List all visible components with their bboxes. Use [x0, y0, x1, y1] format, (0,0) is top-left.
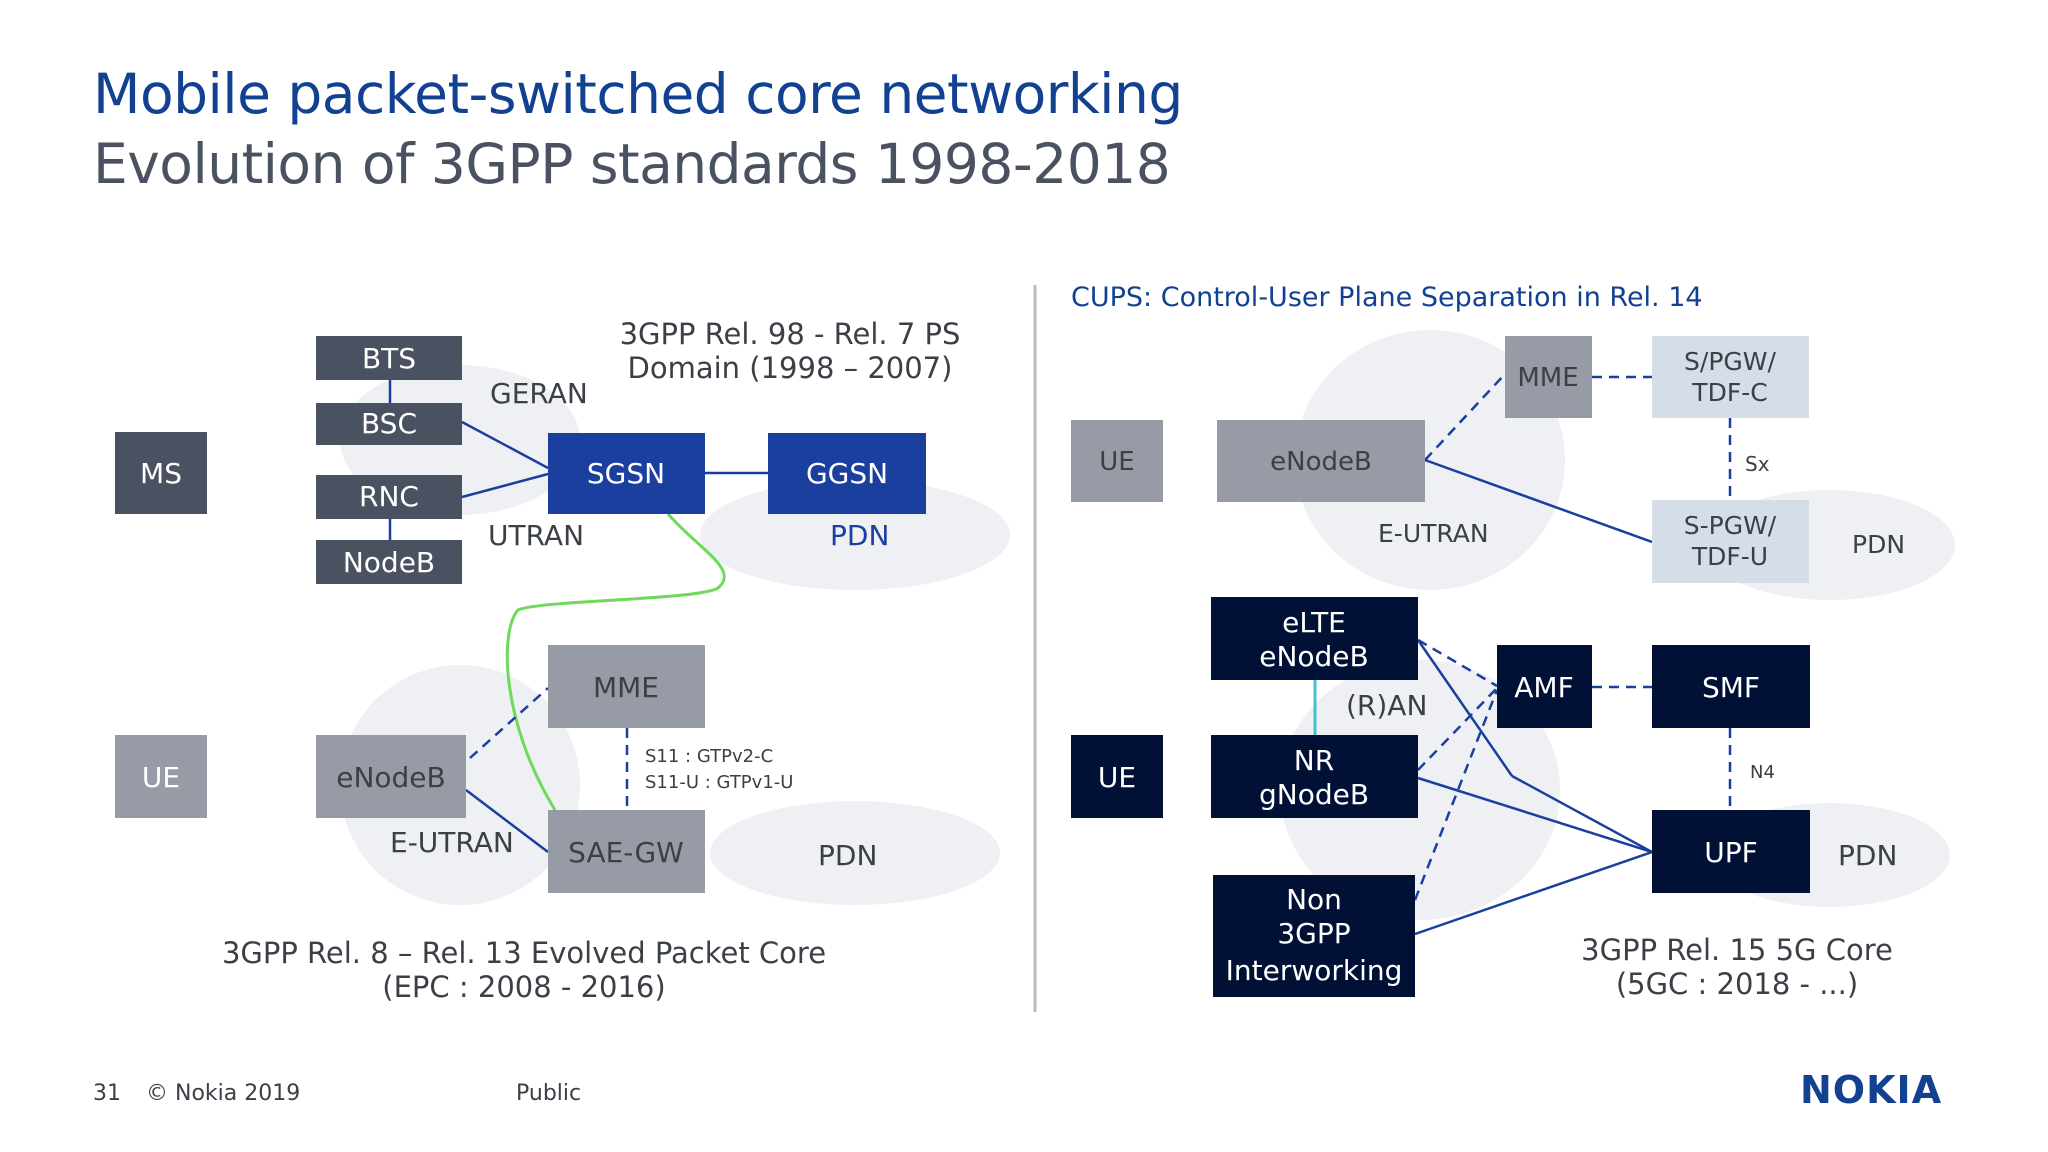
ms-node: MS: [115, 432, 207, 514]
nokia-logo: NOKIA: [1800, 1068, 1943, 1112]
non3gpp-label-line3: Interworking: [1226, 954, 1403, 987]
geran-label: GERAN: [490, 377, 588, 410]
sgsn-label: SGSN: [587, 457, 665, 490]
elte-label-line2: eNodeB: [1259, 640, 1369, 673]
nodeb-node: NodeB: [316, 540, 462, 584]
elte-enodeb-node: eLTE eNodeB: [1211, 597, 1418, 680]
spgw-c-label-line2: TDF-C: [1691, 378, 1767, 407]
pdn-bottom-left-label: PDN: [818, 839, 877, 872]
elte-amf-link: [1417, 638, 1498, 688]
utran-label: UTRAN: [488, 519, 584, 552]
nr-gnodeb-node: NR gNodeB: [1211, 735, 1418, 818]
saegw-node: SAE-GW: [548, 810, 705, 893]
background-bubbles: [340, 330, 1955, 920]
elte-label-line1: eLTE: [1282, 606, 1346, 639]
enodeb-left-node: eNodeB: [316, 735, 466, 818]
ue-left-node: UE: [115, 735, 207, 818]
non3gpp-label-line2: 3GPP: [1277, 917, 1350, 950]
mme-left-node: MME: [548, 645, 705, 728]
eutran-right-label: E-UTRAN: [1378, 519, 1489, 548]
bts-node: BTS: [316, 336, 462, 380]
rel98-caption-line1: 3GPP Rel. 98 - Rel. 7 PS: [620, 317, 961, 351]
amf-node: AMF: [1497, 645, 1592, 728]
bsc-sgsn-link: [461, 420, 549, 470]
spgw-c-node: S/PGW/ TDF-C: [1652, 336, 1809, 418]
rel15-caption-line1: 3GPP Rel. 15 5G Core: [1581, 933, 1893, 967]
enodeb-right-node: eNodeB: [1217, 420, 1425, 502]
bsc-node: BSC: [316, 403, 462, 445]
sgsn-saegw-evolution-curve: [505, 513, 726, 811]
smf-node: SMF: [1652, 645, 1810, 728]
ue-right-bottom-node: UE: [1071, 735, 1163, 818]
eutran-right-bubble: [1295, 330, 1565, 590]
s11u-label: S11-U : GTPv1-U: [645, 772, 793, 793]
spgw-u-label-line1: S-PGW/: [1684, 511, 1777, 540]
pdn-bottom-left-bubble: [710, 801, 1000, 905]
s11-label: S11 : GTPv2-C: [645, 746, 773, 767]
ggsn-node: GGSN: [768, 433, 926, 514]
enodeb-saegw-link: [465, 789, 549, 853]
page-title: Mobile packet-switched core networking: [93, 62, 1183, 126]
enodeb-spgwu-link: [1424, 458, 1653, 544]
rel8-caption-line2: (EPC : 2008 - 2016): [382, 970, 665, 1004]
non3gpp-amf-link: [1413, 689, 1499, 901]
pdn-top-right-label: PDN: [1852, 530, 1905, 559]
rnc-sgsn-link: [461, 472, 549, 499]
ue-right-top-node: UE: [1071, 420, 1163, 502]
rel8-caption-line1: 3GPP Rel. 8 – Rel. 13 Evolved Packet Cor…: [222, 936, 826, 970]
eutran-left-label: E-UTRAN: [390, 826, 514, 859]
mme-right-node: MME: [1505, 336, 1592, 418]
nr-upf-link: [1417, 776, 1653, 854]
non3gpp-label-line1: Non: [1286, 883, 1342, 916]
classification: Public: [516, 1081, 582, 1106]
copyright: © Nokia 2019: [146, 1081, 301, 1106]
amf-label: AMF: [1514, 671, 1573, 704]
spgw-u-node: S-PGW/ TDF-U: [1652, 500, 1809, 583]
rel15-caption-line2: (5GC : 2018 - ...): [1616, 967, 1858, 1001]
non3gpp-upf-link: [1414, 850, 1653, 936]
connectors: [388, 373, 1732, 936]
nr-amf-link: [1417, 687, 1498, 771]
enodeb-right-label: eNodeB: [1270, 447, 1372, 477]
saegw-label: SAE-GW: [568, 836, 684, 869]
enodeb-left-label: eNodeB: [336, 761, 446, 794]
cups-heading: CUPS: Control-User Plane Separation in R…: [1071, 282, 1703, 313]
pdn-bottom-right-label: PDN: [1838, 839, 1897, 872]
ue-right-bottom-label: UE: [1098, 761, 1136, 794]
pdn-top-left-label: PDN: [830, 519, 889, 552]
ggsn-label: GGSN: [806, 457, 888, 490]
enodeb-mme-link: [469, 687, 549, 759]
rnc-label: RNC: [359, 480, 419, 513]
elte-ran-branch: [1416, 639, 1514, 777]
nodeb-label: NodeB: [343, 546, 435, 579]
sgsn-node: SGSN: [548, 433, 705, 514]
upf-label: UPF: [1704, 836, 1757, 869]
rnc-node: RNC: [316, 475, 462, 519]
spgw-c-label-line1: S/PGW/: [1684, 347, 1776, 376]
nr-label-line1: NR: [1294, 744, 1334, 777]
mme-left-label: MME: [593, 671, 659, 704]
ms-label: MS: [140, 457, 182, 490]
smf-label: SMF: [1702, 671, 1760, 704]
ran-right-bubble: [1280, 660, 1560, 920]
page-subtitle: Evolution of 3GPP standards 1998-2018: [93, 132, 1171, 196]
spgw-u-label-line2: TDF-U: [1691, 542, 1768, 571]
nr-label-line2: gNodeB: [1259, 778, 1369, 811]
ue-left-label: UE: [142, 761, 180, 794]
bsc-label: BSC: [361, 407, 417, 440]
upf-node: UPF: [1652, 810, 1810, 893]
page-number: 31: [93, 1081, 121, 1106]
bts-label: BTS: [362, 342, 416, 375]
ran-label: (R)AN: [1346, 689, 1427, 722]
mme-right-label: MME: [1517, 363, 1578, 393]
rel98-caption-line2: Domain (1998 – 2007): [628, 351, 953, 385]
ran-upf-branch: [1511, 774, 1653, 854]
sx-label: Sx: [1745, 452, 1770, 476]
enodeb-mme-right-link: [1424, 373, 1506, 461]
n4-label: N4: [1750, 762, 1775, 783]
non3gpp-node: Non 3GPP Interworking: [1213, 875, 1415, 997]
ue-right-top-label: UE: [1099, 447, 1134, 477]
